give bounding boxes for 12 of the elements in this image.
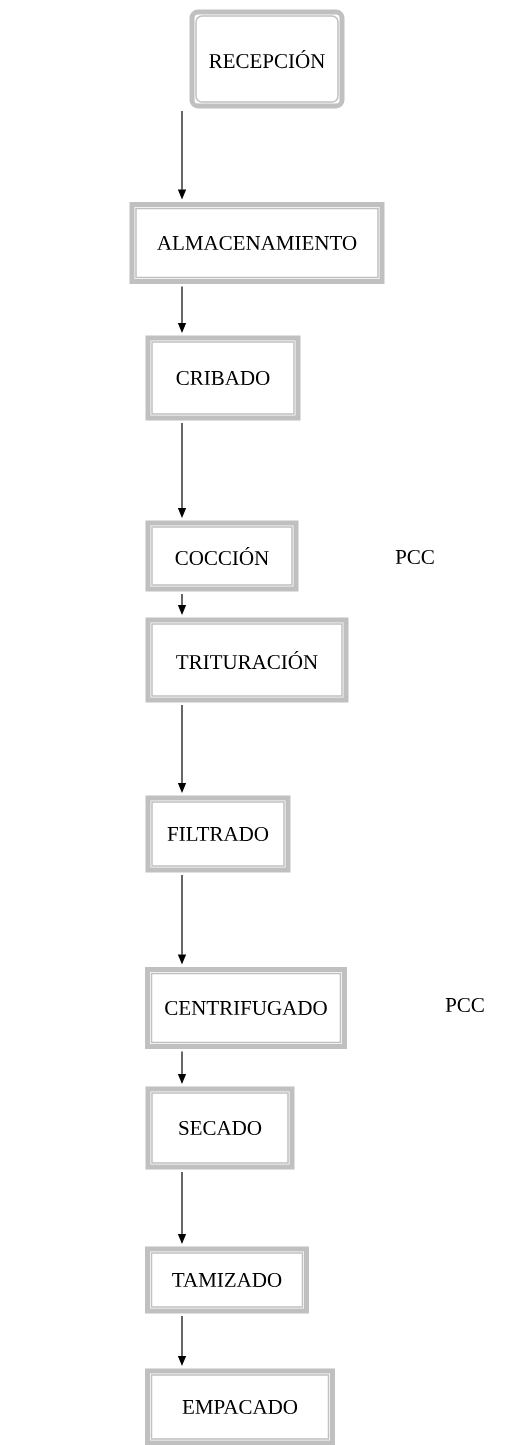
process-box: EMPACADO [145,1368,335,1445]
process-box: TAMIZADO [145,1246,309,1314]
process-box: CENTRIFUGADO [145,967,347,1049]
process-box: ALMACENAMIENTO [129,202,385,284]
process-box: TRITURACIÓN [145,617,349,703]
process-box: FILTRADO [145,795,291,873]
process-box: COCCIÓN [145,520,299,592]
process-box: CRIBADO [145,335,301,421]
pcc-label: PCC [445,997,484,1013]
process-box: RECEPCIÓN [189,9,345,109]
pcc-label: PCC [395,549,434,565]
process-box: SECADO [145,1086,295,1170]
